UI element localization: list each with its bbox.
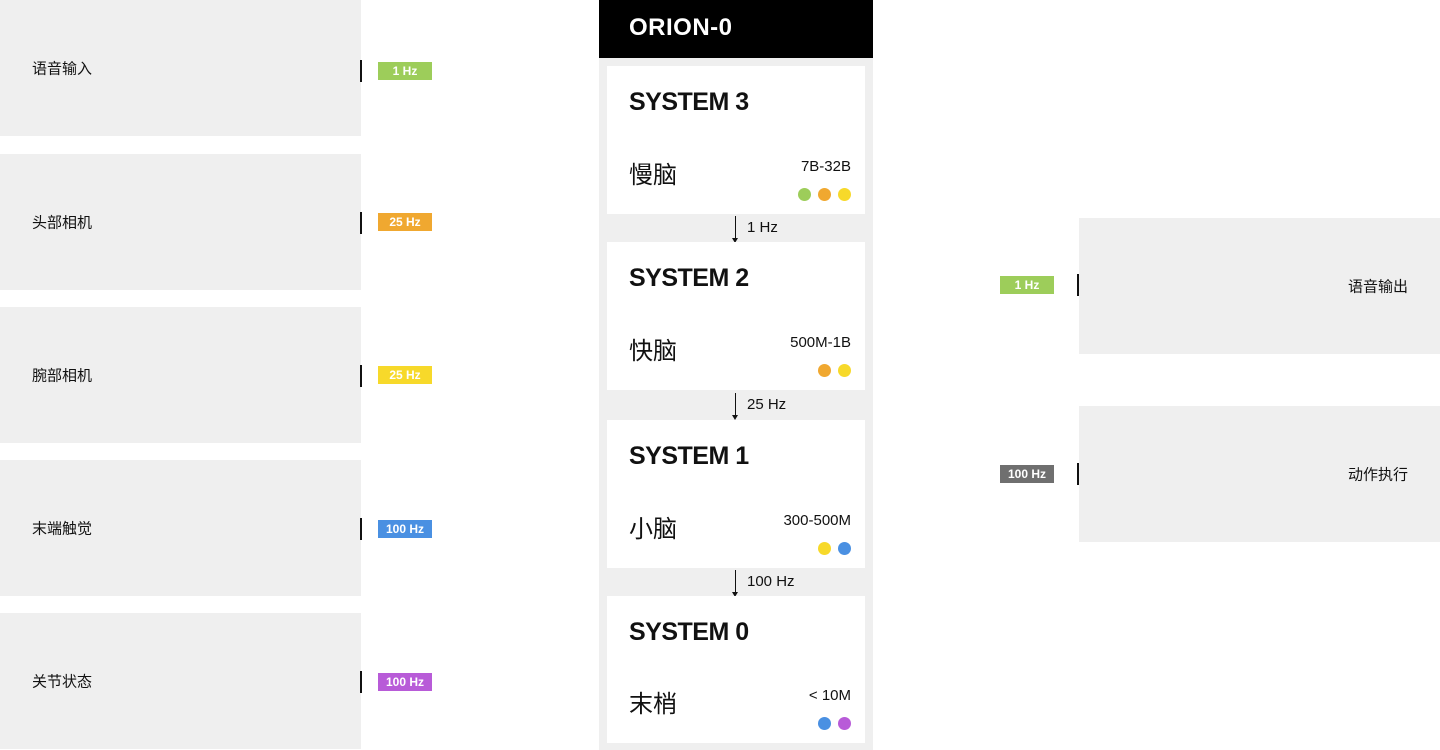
link-rate-label: 25 Hz [747, 396, 787, 413]
color-dot [838, 364, 851, 377]
input-box: 末端触觉 [0, 460, 361, 596]
input-box: 语音输入 [0, 0, 361, 136]
rate-badge: 100 Hz [378, 520, 432, 538]
link-rate-label: 100 Hz [747, 573, 795, 590]
color-dot [798, 188, 811, 201]
output-box: 语音输出 [1079, 218, 1440, 354]
link-rate-label: 1 Hz [747, 219, 778, 236]
connector-tick [360, 212, 362, 234]
input-box: 头部相机 [0, 154, 361, 290]
color-dot [818, 188, 831, 201]
connector-tick [360, 365, 362, 387]
input-box: 关节状态 [0, 613, 361, 749]
input-label: 语音输入 [32, 60, 93, 78]
rate-badge: 1 Hz [1000, 276, 1054, 294]
input-dots [818, 542, 851, 555]
color-dot [838, 717, 851, 730]
system-title: SYSTEM 2 [629, 264, 749, 292]
output-box: 动作执行 [1079, 406, 1440, 542]
system-name: 慢脑 [629, 162, 677, 189]
color-dot [838, 188, 851, 201]
color-dot [818, 364, 831, 377]
input-label: 腕部相机 [32, 367, 93, 385]
rate-badge: 1 Hz [378, 62, 432, 80]
system-name: 小脑 [629, 516, 677, 543]
system-params: 7B-32B [800, 158, 851, 175]
connector-tick [360, 518, 362, 540]
core-header: ORION-0 [599, 0, 873, 58]
rate-badge: 100 Hz [378, 673, 432, 691]
input-dots [818, 364, 851, 377]
link-arrow [732, 570, 738, 597]
color-dot [818, 542, 831, 555]
input-label: 头部相机 [32, 214, 93, 232]
connector-tick [360, 671, 362, 693]
system-card: SYSTEM 0 末梢 < 10M [607, 596, 865, 743]
input-dots [818, 717, 851, 730]
input-label: 关节状态 [32, 673, 93, 691]
system-params: 300-500M [783, 512, 851, 529]
rate-badge: 25 Hz [378, 213, 432, 231]
color-dot [838, 542, 851, 555]
system-params: < 10M [808, 687, 851, 704]
rate-badge: 25 Hz [378, 366, 432, 384]
system-card: SYSTEM 1 小脑 300-500M [607, 420, 865, 568]
orion-core-panel: ORION-0 SYSTEM 3 慢脑 7B-32B 1 Hz SYSTEM 2… [599, 0, 873, 750]
input-box: 腕部相机 [0, 307, 361, 443]
color-dot [818, 717, 831, 730]
connector-tick [1077, 274, 1079, 296]
system-title: SYSTEM 3 [629, 88, 749, 116]
link-arrow [732, 216, 738, 243]
output-label: 语音输出 [1347, 278, 1408, 296]
system-name: 末梢 [629, 691, 677, 718]
rate-badge: 100 Hz [1000, 465, 1054, 483]
system-title: SYSTEM 0 [629, 618, 749, 646]
system-card: SYSTEM 2 快脑 500M-1B [607, 242, 865, 390]
core-title: ORION-0 [629, 14, 733, 41]
connector-tick [1077, 463, 1079, 485]
output-label: 动作执行 [1347, 466, 1408, 484]
input-label: 末端触觉 [32, 520, 93, 538]
system-params: 500M-1B [790, 334, 851, 351]
input-dots [798, 188, 851, 201]
link-arrow [732, 393, 738, 420]
system-name: 快脑 [629, 338, 677, 365]
system-card: SYSTEM 3 慢脑 7B-32B [607, 66, 865, 214]
system-title: SYSTEM 1 [629, 442, 749, 470]
connector-tick [360, 60, 362, 82]
